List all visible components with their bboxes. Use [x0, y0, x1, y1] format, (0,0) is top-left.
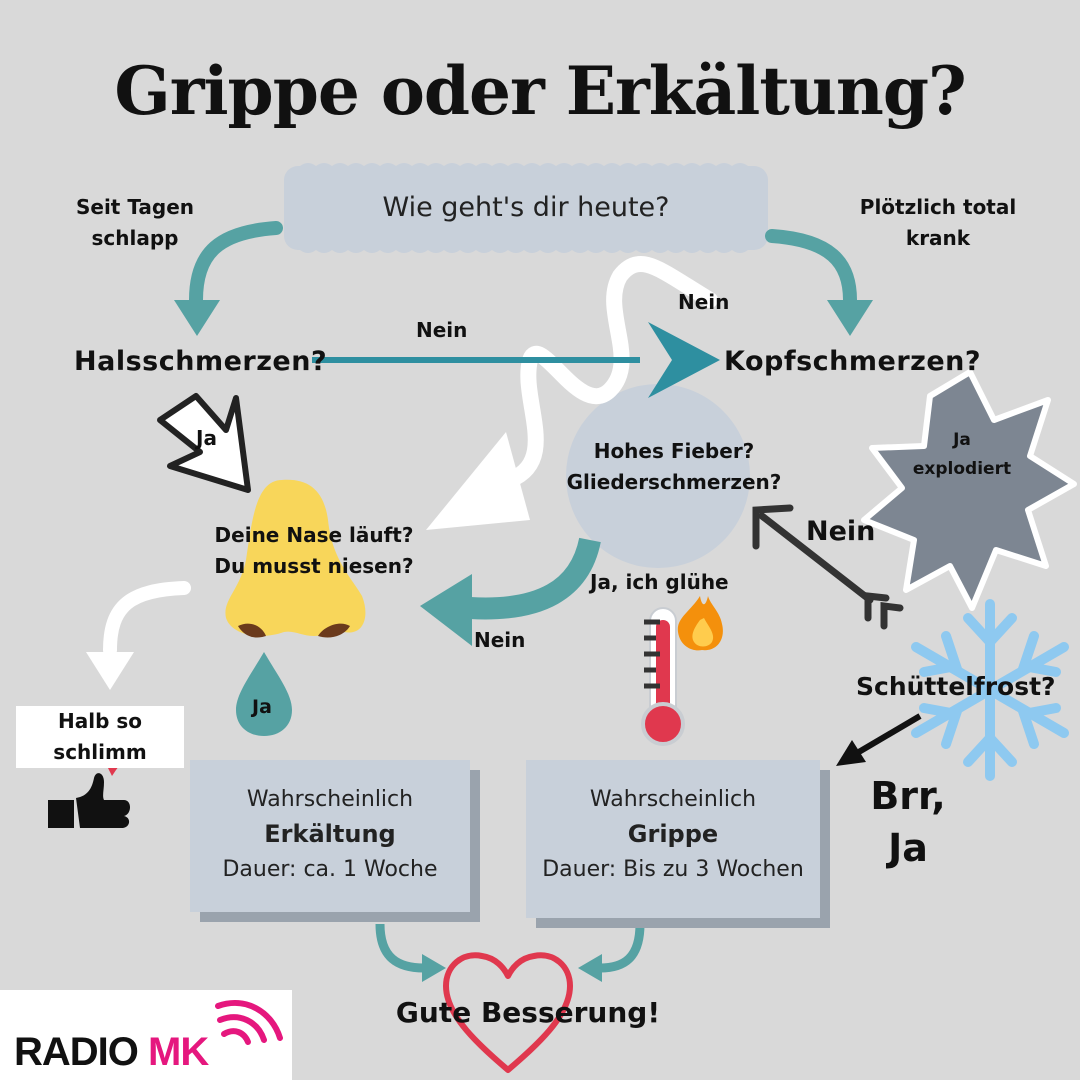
- heart-icon: [443, 952, 573, 1073]
- logo-word-radio: RADIO: [14, 1030, 139, 1074]
- chills-no-arrow: [752, 504, 904, 630]
- mild-note-label: Halb so schlimm: [53, 709, 147, 764]
- nose-yes-label: Ja: [252, 696, 272, 718]
- question-nose: Deine Nase läuft? Du musst niesen?: [214, 523, 414, 578]
- zigzag-arrowhead: [426, 432, 530, 530]
- throat-no-arrowhead: [648, 322, 720, 398]
- drop-icon: [236, 652, 292, 736]
- chills-yes-arrowhead: [836, 740, 866, 766]
- question-chills: Schüttelfrost?: [856, 672, 1056, 701]
- nose-mild-arrowhead: [86, 652, 134, 690]
- snowflake-icon: [911, 599, 1069, 781]
- result-cold-name: Erkältung: [264, 820, 396, 848]
- fever-circle: [566, 384, 750, 568]
- cold-to-closing-arrow: [375, 923, 425, 973]
- nose-mild-arrow: [103, 581, 191, 657]
- result-cold-line1: Wahrscheinlich: [246, 787, 414, 812]
- left-branch-label: Seit Tagen schlapp: [75, 195, 195, 250]
- explosion-icon: [861, 369, 1077, 611]
- left-start-arrowhead: [174, 300, 220, 336]
- chills-yes-arrow: [850, 713, 922, 759]
- thermometer-icon: [641, 607, 685, 746]
- radio-mk-logo: [0, 990, 292, 1080]
- question-throat: Halsschmerzen?: [74, 346, 328, 377]
- chills-no-label: Nein: [806, 516, 876, 547]
- chills-yes-label: Brr, Ja: [870, 774, 946, 870]
- logo-word-mk: MK: [148, 1030, 209, 1074]
- fever-no-arrowhead: [420, 574, 472, 646]
- result-flu-name: Grippe: [627, 820, 719, 848]
- result-flu-line1: Wahrscheinlich: [589, 787, 757, 812]
- flame-icon: [677, 596, 723, 651]
- right-start-arrow: [765, 229, 857, 307]
- result-flu-box: Wahrscheinlich Grippe Dauer: Bis zu 3 Wo…: [526, 760, 820, 918]
- logo-wordmark: RADIO MK: [14, 1030, 209, 1075]
- right-start-arrowhead: [827, 300, 873, 336]
- fever-no-arrow: [469, 537, 601, 620]
- page-title: Grippe oder Erkältung?: [114, 52, 966, 130]
- closing-text: Gute Besserung!: [395, 996, 661, 1029]
- headache-yes-label: Ja explodiert: [912, 430, 1012, 479]
- radio-waves-icon: [215, 1000, 283, 1045]
- start-question: Wie geht's dir heute?: [382, 192, 670, 223]
- flu-to-closing-arrowhead: [578, 954, 602, 982]
- cold-to-closing-arrowhead: [422, 954, 446, 982]
- throat-yes-label: Ja: [196, 426, 217, 450]
- zigzag-arrow: [502, 256, 718, 488]
- left-start-arrow: [189, 221, 283, 307]
- headache-no-label: Nein: [678, 290, 730, 314]
- throat-yes-arrow: [157, 393, 251, 493]
- nose-icon: [225, 479, 366, 638]
- right-branch-label: Plötzlich total krank: [859, 195, 1017, 250]
- throat-no-label: Nein: [416, 318, 468, 342]
- fever-yes-label: Ja, ich glühe: [590, 570, 729, 594]
- flu-to-closing-arrow: [599, 923, 645, 973]
- mild-note-box: [16, 706, 184, 768]
- result-cold-box: Wahrscheinlich Erkältung Dauer: ca. 1 Wo…: [190, 760, 470, 912]
- result-cold-duration: Dauer: ca. 1 Woche: [222, 857, 438, 882]
- question-fever: Hohes Fieber? Gliederschmerzen?: [566, 439, 782, 494]
- fever-no-label: Nein: [474, 628, 526, 652]
- start-box: [284, 163, 768, 253]
- question-headache: Kopfschmerzen?: [724, 346, 982, 377]
- thumbs-up-icon: [48, 762, 130, 828]
- result-flu-duration: Dauer: Bis zu 3 Wochen: [542, 857, 804, 882]
